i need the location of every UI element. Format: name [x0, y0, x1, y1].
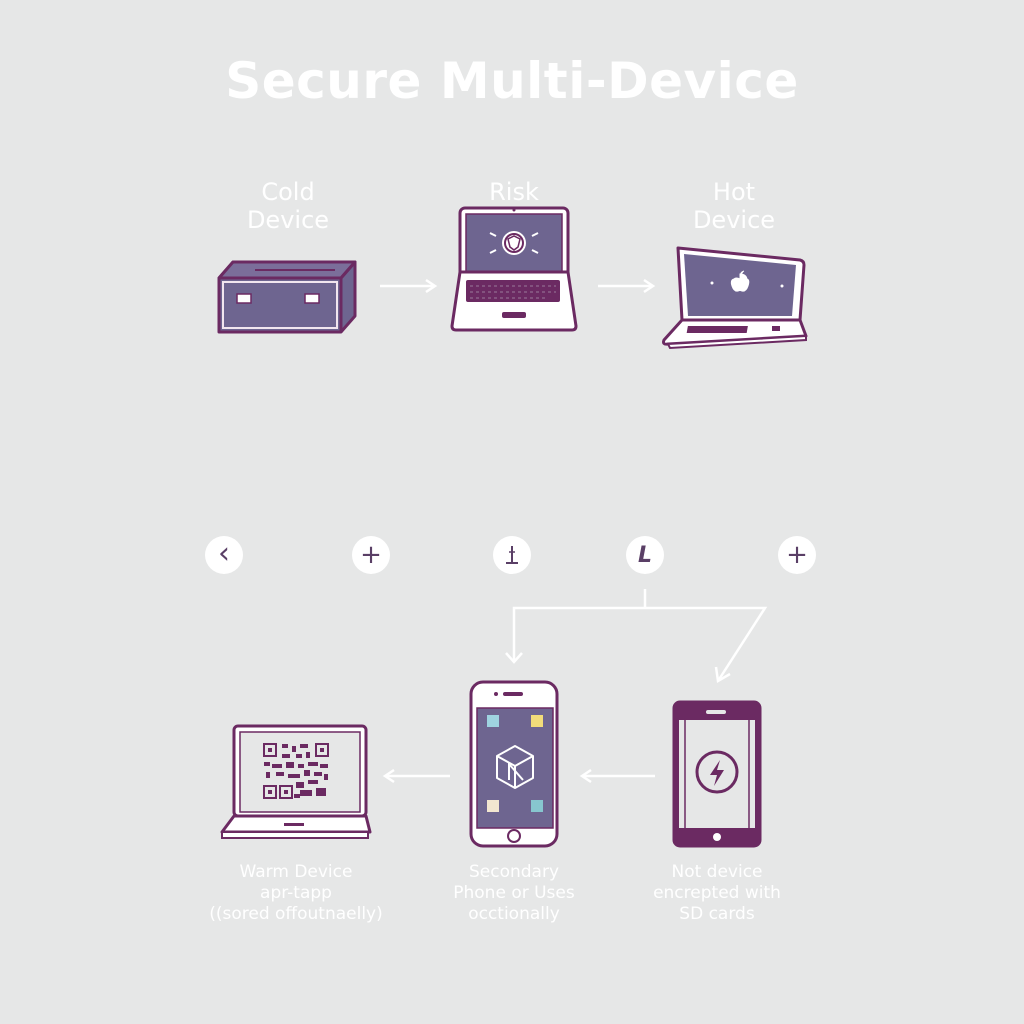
laptop-qr-icon [220, 724, 372, 839]
left-arrow-icon [382, 768, 450, 784]
warm-device-caption: Warm Device apr-tapp ((sored offoutnaell… [176, 862, 416, 925]
secondary-phone-caption: Secondary Phone or Uses occtionally [394, 862, 634, 925]
caption-line: ((sored offoutnaelly) [209, 904, 383, 924]
branch-connector [505, 589, 768, 684]
caption-line: encrepted with [653, 883, 781, 903]
caption-line: SD cards [679, 904, 755, 924]
back-button[interactable]: ‹ [205, 536, 243, 574]
left-arrow-icon [579, 768, 655, 784]
anchor-button[interactable] [493, 536, 531, 574]
letter-l-icon: L [637, 542, 653, 568]
caption-line: Phone or Uses [453, 883, 575, 903]
plus-icon: + [360, 540, 382, 570]
caption-line: Secondary [468, 862, 560, 882]
risk-label: Risk [414, 178, 614, 206]
anchor-icon [506, 546, 518, 564]
caption-line: Not device [671, 862, 763, 882]
letter-l-button[interactable]: L [626, 536, 664, 574]
laptop-shield-icon [450, 206, 578, 332]
hardware-box-icon [217, 260, 357, 334]
cold-device-label-line2: Device [246, 206, 330, 234]
add-button-2[interactable]: + [778, 536, 816, 574]
sd-device-caption: Not device encrepted with SD cards [597, 862, 837, 925]
page-title: Secure Multi-Device [225, 52, 799, 110]
laptop-apple-icon [662, 246, 808, 350]
add-button[interactable]: + [352, 536, 390, 574]
caption-line: apr-tapp [260, 883, 332, 903]
right-arrow-icon [380, 278, 438, 294]
risk-label-line1: Risk [489, 178, 539, 206]
plus-icon: + [786, 540, 808, 570]
caption-line: occtionally [468, 904, 560, 924]
cold-device-label: Cold Device [188, 178, 388, 234]
cold-device-label-line1: Cold [261, 178, 315, 206]
phone-lightning-icon [672, 700, 762, 848]
phone-cube-icon [469, 680, 559, 848]
hot-device-label: Hot Device [634, 178, 834, 234]
chevron-left-icon: ‹ [218, 535, 230, 571]
right-arrow-icon [598, 278, 656, 294]
caption-line: Warm Device [239, 862, 353, 882]
hot-device-label-line2: Device [692, 206, 776, 234]
hot-device-label-line1: Hot [712, 178, 756, 206]
